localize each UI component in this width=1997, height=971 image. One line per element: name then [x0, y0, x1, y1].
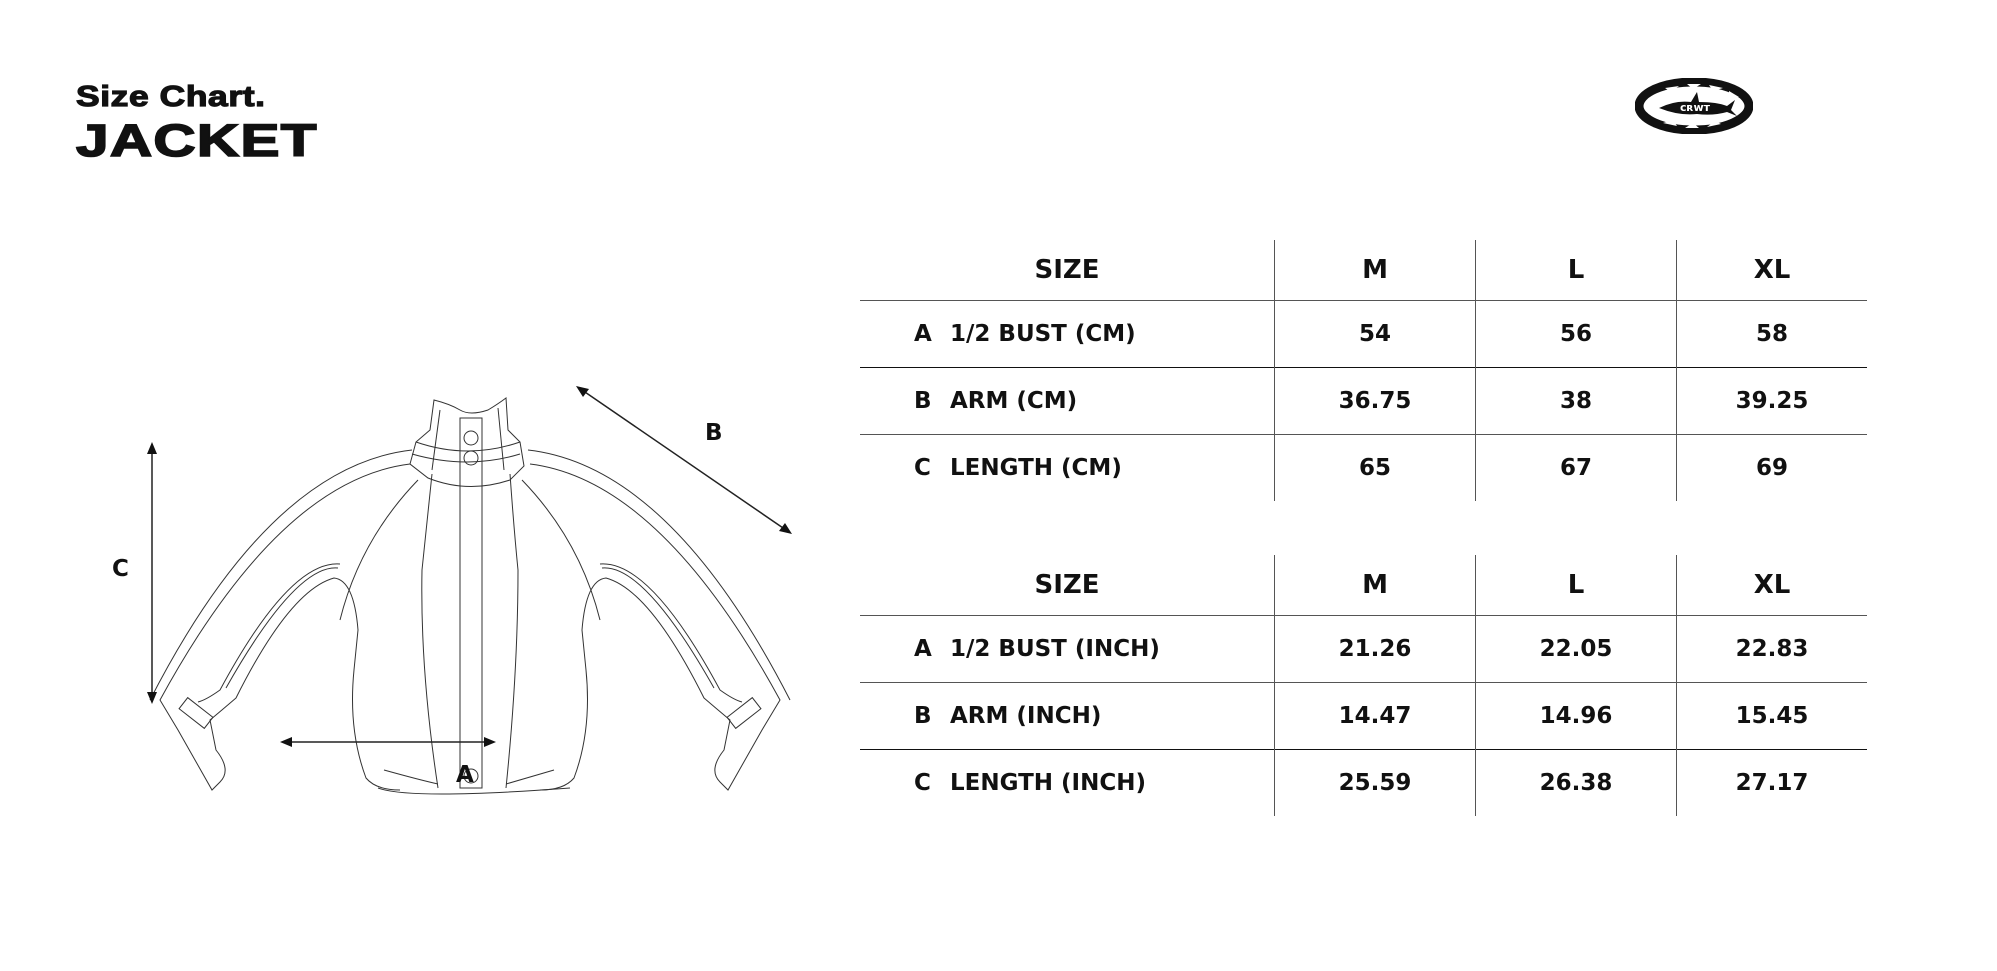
table-row: C LENGTH (INCH) 25.59 26.38 27.17	[860, 749, 1867, 816]
row-key: C	[914, 770, 931, 796]
row-name: LENGTH (CM)	[950, 455, 1122, 481]
cell-m: 36.75	[1274, 367, 1476, 435]
row-key: C	[914, 455, 931, 481]
row-label: A 1/2 BUST (CM)	[860, 300, 1275, 368]
size-header: SIZE	[1034, 570, 1100, 600]
row-label: C LENGTH (CM)	[860, 434, 1275, 501]
table-header-row: SIZE M L XL	[860, 555, 1867, 616]
row-key: B	[914, 388, 932, 414]
table-row: A 1/2 BUST (CM) 54 56 58	[860, 300, 1867, 368]
row-name: LENGTH (INCH)	[950, 770, 1146, 796]
dimension-label-c: C	[112, 556, 129, 582]
cell-l: 67	[1475, 434, 1677, 501]
snap-button-icon	[463, 768, 479, 784]
cell-m: 21.26	[1274, 615, 1476, 683]
size-l-header: L	[1475, 240, 1677, 301]
row-label: C LENGTH (INCH)	[860, 749, 1275, 816]
size-m-header: M	[1274, 555, 1476, 616]
page-subtitle: Size Chart.	[75, 80, 266, 113]
svg-text:ᴄʀᴡᴛ: ᴄʀᴡᴛ	[1680, 101, 1711, 114]
size-l-header: L	[1475, 555, 1677, 616]
table-row: C LENGTH (CM) 65 67 69	[860, 434, 1867, 501]
title-block: Size Chart. JACKET	[75, 80, 318, 166]
table-row: A 1/2 BUST (INCH) 21.26 22.05 22.83	[860, 615, 1867, 683]
cell-l: 26.38	[1475, 749, 1677, 816]
size-xl-header: XL	[1676, 240, 1867, 301]
row-name: ARM (CM)	[950, 388, 1078, 414]
row-name: 1/2 BUST (CM)	[950, 321, 1136, 347]
size-table-cm: SIZE M L XL A 1/2 BUST (CM) 54 56 58 B ARM…	[860, 240, 1867, 501]
page-title: JACKET	[75, 115, 318, 167]
row-key: A	[914, 321, 932, 347]
dimension-label-b: B	[705, 420, 723, 446]
cell-l: 22.05	[1475, 615, 1677, 683]
row-name: ARM (INCH)	[950, 703, 1102, 729]
cell-m: 65	[1274, 434, 1476, 501]
size-header: SIZE	[1034, 255, 1100, 285]
size-xl-header: XL	[1676, 555, 1867, 616]
row-name: 1/2 BUST (INCH)	[950, 636, 1160, 662]
cell-m: 54	[1274, 300, 1476, 368]
cell-l: 56	[1475, 300, 1677, 368]
snap-button-icon	[463, 450, 479, 466]
cell-m: 25.59	[1274, 749, 1476, 816]
cell-l: 14.96	[1475, 682, 1677, 750]
dimension-label-a: A	[456, 762, 474, 788]
cell-xl: 22.83	[1676, 615, 1867, 683]
shark-logo-icon: ᴄʀᴡᴛ	[1635, 78, 1753, 134]
cell-xl: 39.25	[1676, 367, 1867, 435]
collar-outline	[409, 397, 525, 487]
row-label: A 1/2 BUST (INCH)	[860, 615, 1275, 683]
table-row: B ARM (CM) 36.75 38 39.25	[860, 367, 1867, 435]
cell-xl: 58	[1676, 300, 1867, 368]
cell-xl: 15.45	[1676, 682, 1867, 750]
jacket-diagram	[147, 386, 792, 795]
snap-button-icon	[463, 430, 479, 446]
table-row: B ARM (INCH) 14.47 14.96 15.45	[860, 682, 1867, 750]
size-table-inch: SIZE M L XL A 1/2 BUST (INCH) 21.26 22.05…	[860, 555, 1867, 816]
cell-l: 38	[1475, 367, 1677, 435]
cell-m: 14.47	[1274, 682, 1476, 750]
row-key: B	[914, 703, 932, 729]
cell-xl: 27.17	[1676, 749, 1867, 816]
cell-xl: 69	[1676, 434, 1867, 501]
row-label: B ARM (CM)	[860, 367, 1275, 435]
table-header-row: SIZE M L XL	[860, 240, 1867, 301]
size-m-header: M	[1274, 240, 1476, 301]
row-label: B ARM (INCH)	[860, 682, 1275, 750]
row-key: A	[914, 636, 932, 662]
dimension-arrow-b	[581, 389, 787, 531]
